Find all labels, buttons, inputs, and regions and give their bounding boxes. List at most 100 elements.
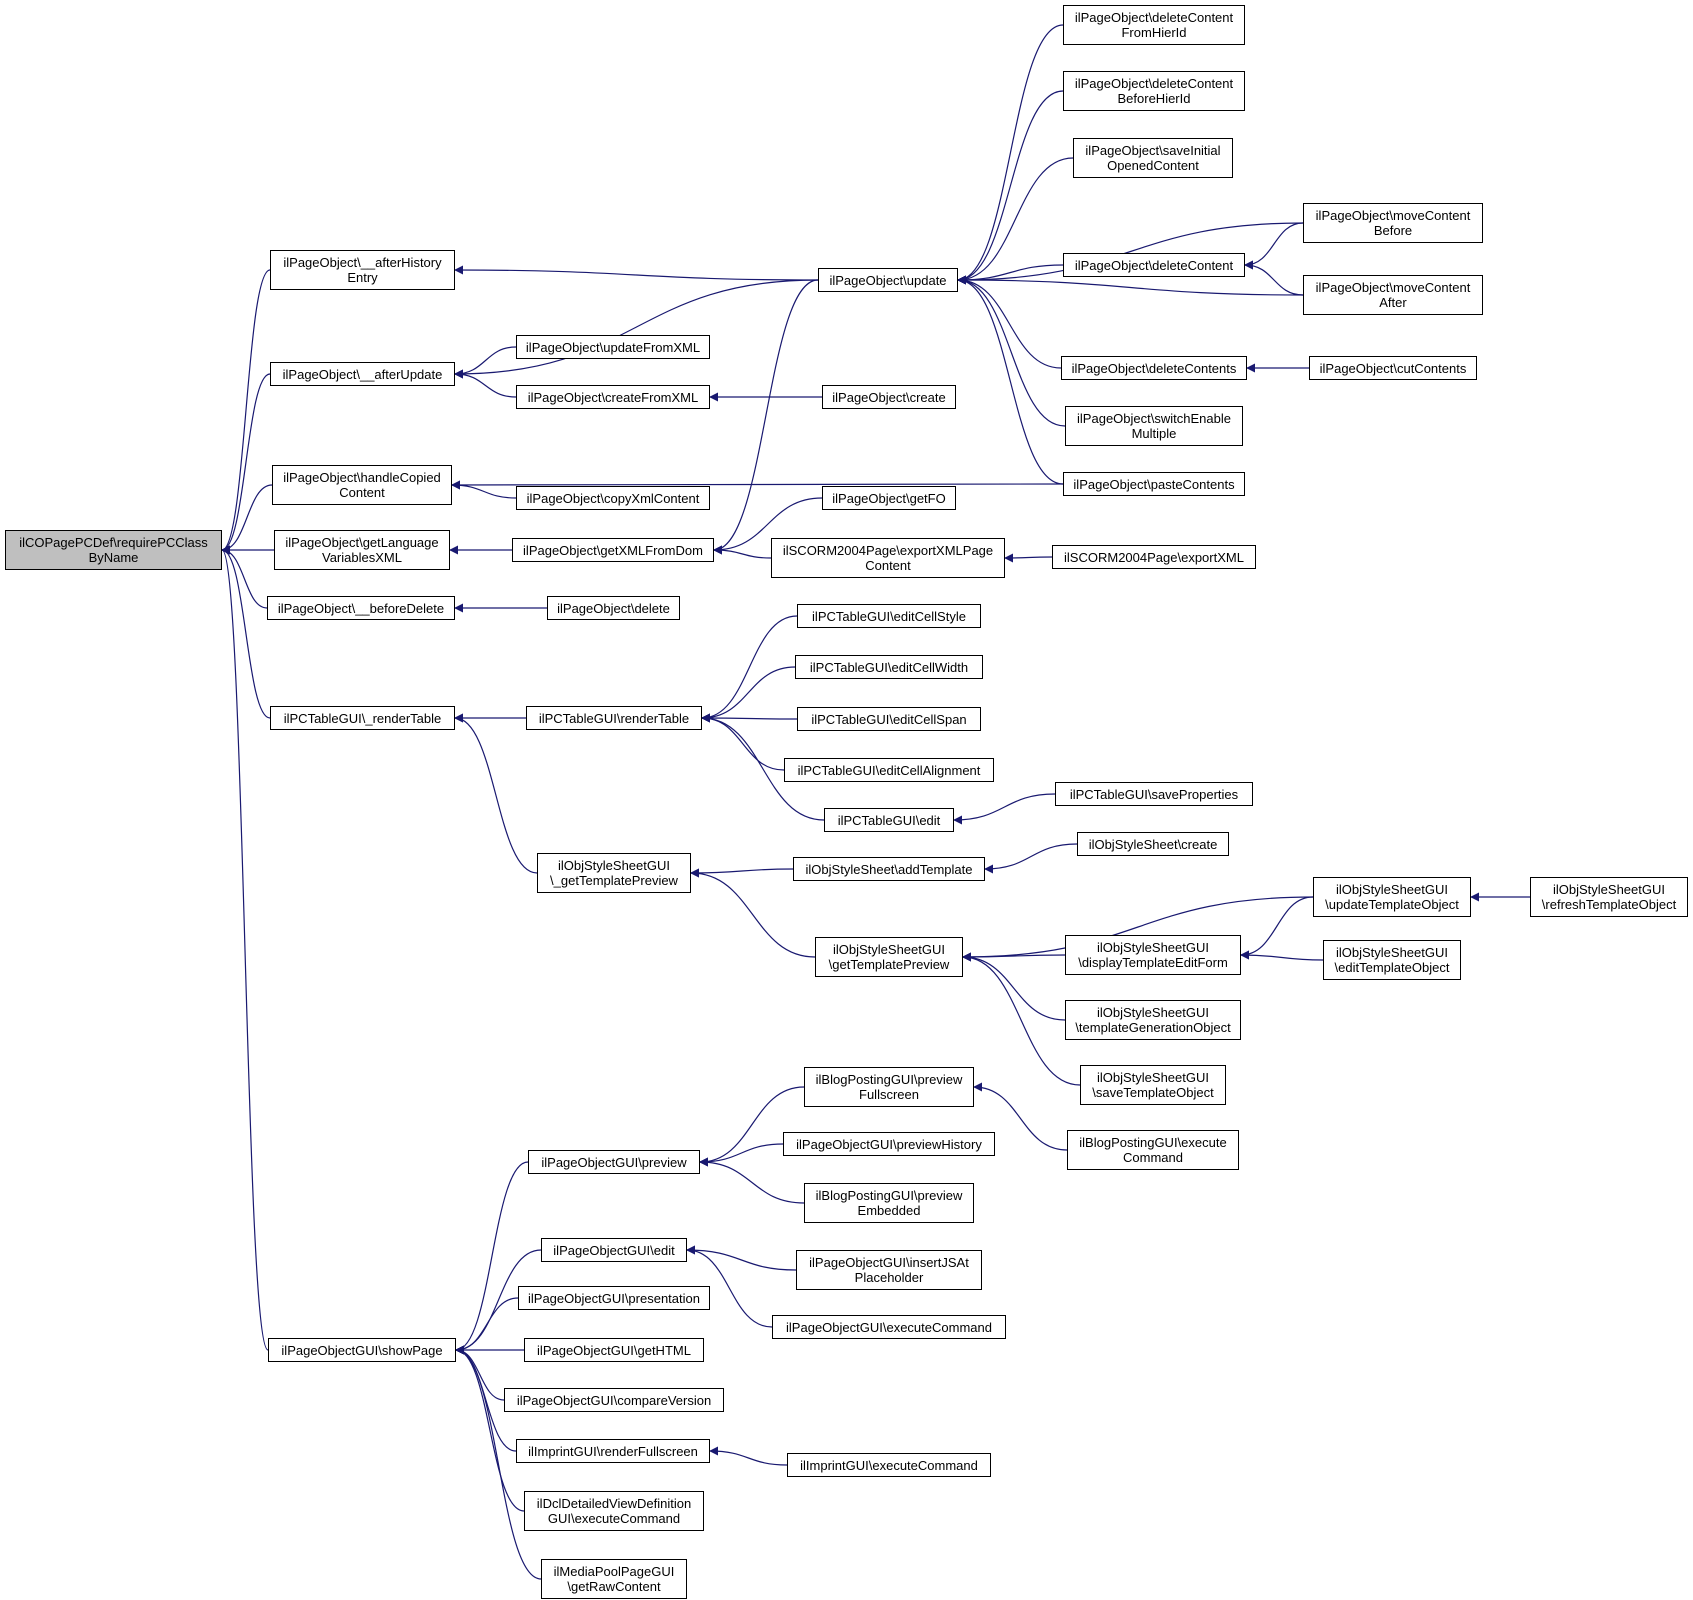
- node-get-f-o[interactable]: ilPageObject\getFO: [822, 486, 956, 510]
- edge-editCellStyle-to-renderTable: [701, 615, 798, 723]
- edge-delContents-to-update: [957, 275, 1062, 369]
- node-edit-cell-style[interactable]: ilPCTableGUI\editCellStyle: [797, 604, 981, 628]
- node-cut-contents[interactable]: ilPageObject\cutContents: [1309, 356, 1477, 380]
- node-label: ilBlogPostingGUI\preview Embedded: [815, 1188, 963, 1218]
- node-label: ilPageObject\saveInitial OpenedContent: [1085, 143, 1221, 173]
- node-label: ilPageObjectGUI\preview: [541, 1154, 687, 1170]
- node-label: ilPageObject\delete: [557, 600, 670, 616]
- node-display-tpl-edit[interactable]: ilObjStyleSheetGUI \displayTemplateEditF…: [1065, 935, 1241, 975]
- edge-createFromXML-to-afterUpdate: [454, 369, 517, 398]
- node-refresh-tpl-obj[interactable]: ilObjStyleSheetGUI \refreshTemplateObjec…: [1530, 877, 1688, 917]
- node-show-page[interactable]: ilPageObjectGUI\showPage: [268, 1338, 456, 1362]
- node-del-content[interactable]: ilPageObject\deleteContent: [1063, 253, 1245, 277]
- node-label: ilPageObject\getLanguage VariablesXML: [285, 535, 439, 565]
- node-edit-tpl-obj[interactable]: ilObjStyleSheetGUI \editTemplateObject: [1323, 940, 1461, 980]
- node-update-tpl-obj[interactable]: ilObjStyleSheetGUI \updateTemplateObject: [1313, 877, 1471, 917]
- node-update-from-x-m-l[interactable]: ilPageObject\updateFromXML: [516, 335, 710, 359]
- edge-pExecCmd-to-pEdit: [686, 1245, 773, 1328]
- node-p-exec-cmd[interactable]: ilPageObjectGUI\executeCommand: [772, 1315, 1006, 1339]
- node-label: ilPageObject\createFromXML: [527, 389, 699, 405]
- edge-saveInitial-to-update: [957, 157, 1074, 285]
- edge-tEdit-to-renderTable: [701, 713, 825, 821]
- node-scorm-export-page[interactable]: ilSCORM2004Page\exportXMLPage Content: [771, 538, 1005, 578]
- node-save-props[interactable]: ilPCTableGUI\saveProperties: [1055, 782, 1253, 806]
- node-edit-cell-span[interactable]: ilPCTableGUI\editCellSpan: [797, 707, 981, 731]
- edge-moveAfter-to-delContent: [1244, 260, 1304, 296]
- node-p-get-h-t-m-l[interactable]: ilPageObjectGUI\getHTML: [524, 1338, 704, 1362]
- node-del-contents[interactable]: ilPageObject\deleteContents: [1061, 356, 1247, 380]
- node-imp-render[interactable]: ilImprintGUI\renderFullscreen: [516, 1439, 710, 1463]
- node-p-presentation[interactable]: ilPageObjectGUI\presentation: [518, 1286, 710, 1310]
- edge-tplGenObj-to-getTplPreview: [962, 952, 1066, 1021]
- edge-moveBefore-to-update: [957, 222, 1304, 285]
- node-add-template[interactable]: ilObjStyleSheet\addTemplate: [793, 857, 985, 881]
- node-create-from-x-m-l[interactable]: ilPageObject\createFromXML: [516, 385, 710, 409]
- node-label: ilPageObject\getFO: [832, 490, 946, 506]
- node-t-edit[interactable]: ilPCTableGUI\edit: [824, 808, 954, 832]
- node-get-x-m-l-from-dom[interactable]: ilPageObject\getXMLFromDom: [512, 538, 714, 562]
- node-tpl-gen-obj[interactable]: ilObjStyleSheetGUI \templateGenerationOb…: [1065, 1000, 1241, 1040]
- edge-scormExport-to-scormExportPage: [1004, 553, 1053, 563]
- node-get-tpl-preview-priv[interactable]: ilObjStyleSheetGUI \_getTemplatePreview: [537, 853, 691, 893]
- node-imp-exec[interactable]: ilImprintGUI\executeCommand: [787, 1453, 991, 1477]
- node-label: ilPageObjectGUI\getHTML: [537, 1342, 691, 1358]
- node-copy-xml[interactable]: ilPageObject\copyXmlContent: [516, 486, 710, 510]
- node-after-history-entry[interactable]: ilPageObject\__afterHistory Entry: [270, 250, 455, 290]
- node-label: ilObjStyleSheetGUI \editTemplateObject: [1334, 945, 1450, 975]
- edge-dcl-to-showPage: [455, 1345, 525, 1512]
- node-del-from-hier[interactable]: ilPageObject\deleteContent FromHierId: [1063, 5, 1245, 45]
- node-paste-contents[interactable]: ilPageObject\pasteContents: [1063, 472, 1245, 496]
- edge-updateTplObj-to-displayTplEdit: [1240, 896, 1314, 960]
- node-scorm-export[interactable]: ilSCORM2004Page\exportXML: [1052, 545, 1256, 569]
- node-label: ilPageObject\update: [829, 272, 947, 288]
- node-render-table-priv[interactable]: ilPCTableGUI\_renderTable: [270, 706, 455, 730]
- edge-impExec-to-impRender: [709, 1446, 788, 1466]
- node-blog-exec[interactable]: ilBlogPostingGUI\execute Command: [1067, 1130, 1239, 1170]
- node-get-lang-vars[interactable]: ilPageObject\getLanguage VariablesXML: [274, 530, 450, 570]
- node-label: ilPageObject\deleteContent BeforeHierId: [1074, 76, 1234, 106]
- edge-pPreview-to-showPage: [455, 1161, 529, 1355]
- node-p-preview[interactable]: ilPageObjectGUI\preview: [528, 1150, 700, 1174]
- node-switch-enable[interactable]: ilPageObject\switchEnable Multiple: [1065, 406, 1243, 446]
- node-insert-j-s[interactable]: ilPageObjectGUI\insertJSAt Placeholder: [796, 1250, 982, 1290]
- node-handle-copied[interactable]: ilPageObject\handleCopied Content: [272, 465, 452, 505]
- node-label: ilPCTableGUI\_renderTable: [283, 710, 442, 726]
- node-move-after[interactable]: ilPageObject\moveContent After: [1303, 275, 1483, 315]
- node-edit-cell-align[interactable]: ilPCTableGUI\editCellAlignment: [784, 758, 994, 782]
- node-del-before-hier[interactable]: ilPageObject\deleteContent BeforeHierId: [1063, 71, 1245, 111]
- node-label: ilPageObject\switchEnable Multiple: [1077, 411, 1231, 441]
- node-save-tpl-obj[interactable]: ilObjStyleSheetGUI \saveTemplateObject: [1080, 1065, 1226, 1105]
- node-label: ilPCTableGUI\editCellWidth: [809, 659, 969, 675]
- node-update[interactable]: ilPageObject\update: [818, 268, 958, 292]
- node-delete[interactable]: ilPageObject\delete: [547, 596, 680, 620]
- node-label: ilObjStyleSheet\create: [1088, 836, 1218, 852]
- node-label: ilPageObject\moveContent Before: [1315, 208, 1471, 238]
- node-save-initial[interactable]: ilPageObject\saveInitial OpenedContent: [1073, 138, 1233, 178]
- node-dcl[interactable]: ilDclDetailedViewDefinition GUI\executeC…: [524, 1491, 704, 1531]
- node-p-compare[interactable]: ilPageObjectGUI\compareVersion: [504, 1388, 724, 1412]
- node-root[interactable]: ilCOPagePCDef\requirePCClass ByName: [5, 530, 222, 570]
- node-after-update[interactable]: ilPageObject\__afterUpdate: [270, 362, 455, 386]
- node-ss-create[interactable]: ilObjStyleSheet\create: [1077, 832, 1229, 856]
- node-label: ilPageObject\deleteContents: [1071, 360, 1237, 376]
- node-p-edit[interactable]: ilPageObjectGUI\edit: [541, 1238, 687, 1262]
- edge-pasteContents-to-update: [957, 275, 1064, 485]
- node-p-preview-history[interactable]: ilPageObjectGUI\previewHistory: [783, 1132, 995, 1156]
- node-blog-preview-emb[interactable]: ilBlogPostingGUI\preview Embedded: [804, 1183, 974, 1223]
- node-render-table[interactable]: ilPCTableGUI\renderTable: [526, 706, 702, 730]
- node-create[interactable]: ilPageObject\create: [822, 385, 956, 409]
- node-label: ilObjStyleSheetGUI \templateGenerationOb…: [1075, 1005, 1231, 1035]
- node-media-pool[interactable]: ilMediaPoolPageGUI \getRawContent: [541, 1559, 687, 1599]
- node-label: ilObjStyleSheetGUI \_getTemplatePreview: [550, 858, 678, 888]
- node-before-delete[interactable]: ilPageObject\__beforeDelete: [267, 596, 455, 620]
- node-label: ilDclDetailedViewDefinition GUI\executeC…: [536, 1496, 692, 1526]
- edge-getTplPreview_-to-renderTable_: [454, 713, 538, 874]
- node-edit-cell-width[interactable]: ilPCTableGUI\editCellWidth: [795, 655, 983, 679]
- node-blog-preview-f-s[interactable]: ilBlogPostingGUI\preview Fullscreen: [804, 1067, 974, 1107]
- edge-afterHistoryEntry-to-root: [221, 269, 271, 555]
- node-move-before[interactable]: ilPageObject\moveContent Before: [1303, 203, 1483, 243]
- node-label: ilSCORM2004Page\exportXMLPage Content: [782, 543, 994, 573]
- node-get-tpl-preview[interactable]: ilObjStyleSheetGUI \getTemplatePreview: [815, 937, 963, 977]
- node-label: ilPageObject\copyXmlContent: [526, 490, 700, 506]
- edge-updateTplObj-to-getTplPreview: [962, 896, 1314, 962]
